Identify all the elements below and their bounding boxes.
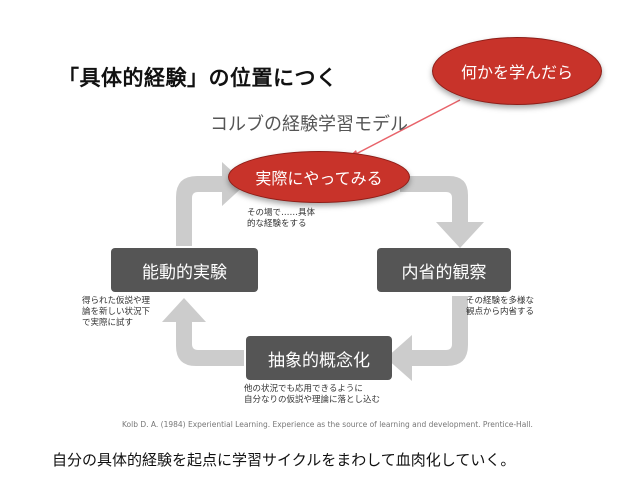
node-reflective-observation-label: 内省的観察 <box>401 262 487 283</box>
slide-title: 「具体的経験」の位置につく <box>58 66 338 90</box>
note-reflective-observation: その経験を多様な 観点から内省する <box>466 296 534 318</box>
caption: 自分の具体的経験を起点に学習サイクルをまわして血肉化していく。 <box>52 451 516 469</box>
note-line: その場で……具体 <box>247 208 316 218</box>
note-line: 得られた仮説や理 <box>82 296 151 306</box>
note-line: 他の状況でも応用できるように <box>244 384 363 394</box>
model-title: コルブの経験学習モデル <box>210 114 408 135</box>
note-active-experimentation: 得られた仮説や理 論を新しい状況下 で実際に試す <box>82 296 150 329</box>
note-line: 論を新しい状況下 <box>82 307 151 317</box>
node-active-experimentation-label: 能動的実験 <box>142 262 227 283</box>
note-line: 的な経験をする <box>247 219 307 229</box>
node-concrete-experience: 実際にやってみる <box>228 151 410 203</box>
arrow-to-active-experimentation <box>162 298 244 366</box>
note-line: 観点から内省する <box>466 307 535 317</box>
node-concrete-experience-label: 実際にやってみる <box>255 169 383 188</box>
arrow-to-reflective-observation <box>400 176 484 248</box>
node-abstract-conceptualization: 抽象的概念化 <box>246 336 392 380</box>
arrow-to-abstract-conceptualization <box>386 296 468 381</box>
arrow-to-concrete-experience <box>176 162 246 246</box>
citation: Kolb D. A. (1984) Experiential Learning.… <box>122 420 533 429</box>
node-active-experimentation: 能動的実験 <box>111 248 258 292</box>
callout-bubble-label: 何かを学んだら <box>460 63 573 82</box>
note-line: で実際に試す <box>82 318 134 328</box>
note-concrete-experience: その場で……具体 的な経験をする <box>247 208 315 230</box>
note-line: 自分なりの仮説や理論に落とし込む <box>244 395 381 405</box>
note-abstract-conceptualization: 他の状況でも応用できるように 自分なりの仮説や理論に落とし込む <box>244 384 380 406</box>
node-abstract-conceptualization-label: 抽象的概念化 <box>268 350 370 371</box>
node-reflective-observation: 内省的観察 <box>377 248 511 292</box>
callout-bubble: 何かを学んだら <box>432 37 602 105</box>
note-line: その経験を多様な <box>466 296 535 306</box>
